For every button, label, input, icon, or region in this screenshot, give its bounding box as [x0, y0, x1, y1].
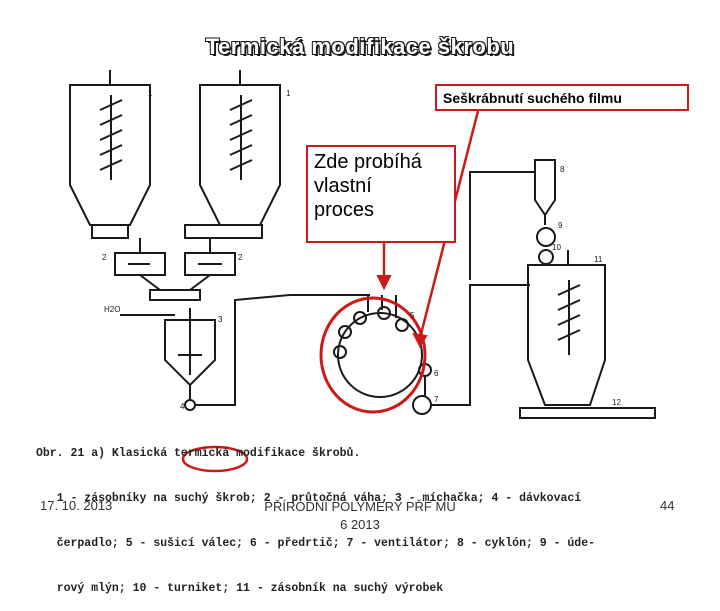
callout-process-line-2: vlastní	[314, 175, 372, 197]
caption-line-2: 1 - zásobníky na suchý škrob; 2 - průtoč…	[36, 492, 582, 505]
cyclone	[469, 159, 556, 280]
drying-drum	[333, 295, 423, 398]
label-1b: 1	[286, 89, 291, 98]
label-5: 5	[410, 311, 415, 320]
drum-highlight-ellipse	[319, 296, 427, 414]
callout-process-line-3: proces	[314, 199, 375, 221]
label-12: 12	[612, 398, 621, 407]
hammer-mill	[536, 227, 556, 247]
caption-line-1: Obr. 21 a) Klasická termická modifikace …	[36, 447, 361, 460]
label-1a: 1	[148, 89, 153, 98]
label-8: 8	[560, 165, 565, 174]
arrowhead-process	[376, 275, 392, 291]
footer-course-line-1: PŘÍRODNÍ POLYMERY PŘF MU	[264, 499, 456, 514]
label-h2o: H2O	[104, 305, 120, 314]
label-7: 7	[434, 395, 439, 404]
product-hopper	[527, 250, 606, 406]
turnstile	[538, 249, 554, 265]
slide-number: 44	[660, 498, 675, 513]
label-6: 6	[434, 369, 439, 378]
caption-line-3: čerpadlo; 5 - sušicí válec; 6 - předrtič…	[36, 537, 595, 550]
footer-date: 17. 10. 2013	[40, 498, 113, 513]
storage-hopper-right	[184, 70, 281, 239]
label-11: 11	[594, 255, 603, 264]
storage-hopper-left	[69, 70, 151, 239]
label-2a: 2	[102, 253, 107, 262]
label-3: 3	[218, 315, 223, 324]
label-2b: 2	[238, 253, 243, 262]
label-9: 9	[558, 221, 563, 230]
fan	[412, 395, 432, 415]
callout-process: Zde probíhá vlastní proces	[306, 145, 456, 243]
slide-title: Termická modifikace škrobu	[205, 34, 515, 59]
process-diagram: 1 1 2 2 3 4 5 6 7 8 9 10 11 12 H2O	[69, 70, 656, 473]
caption-line-4: rový mlýn; 10 - turniket; 11 - zásobník …	[36, 582, 444, 595]
callout-scrape-film: Seškrábnutí suchého filmu	[435, 84, 689, 111]
label-10: 10	[552, 243, 561, 252]
callout-process-line-1: Zde probíhá	[314, 151, 422, 173]
conveyor	[519, 407, 656, 419]
arrowhead-scrape	[412, 332, 428, 349]
diagram-number-labels: 1 1 2 2 3 4 5 6 7 8 9 10 11 12 H2O	[102, 89, 621, 411]
dosing-pump	[184, 399, 196, 411]
mixer	[164, 308, 216, 387]
label-4: 4	[180, 402, 185, 411]
footer-course-line-2: 6 2013	[340, 517, 380, 532]
caption-highlight-ellipse	[181, 445, 249, 473]
footer-course: PŘÍRODNÍ POLYMERY PŘF MU 6 2013	[250, 498, 470, 534]
